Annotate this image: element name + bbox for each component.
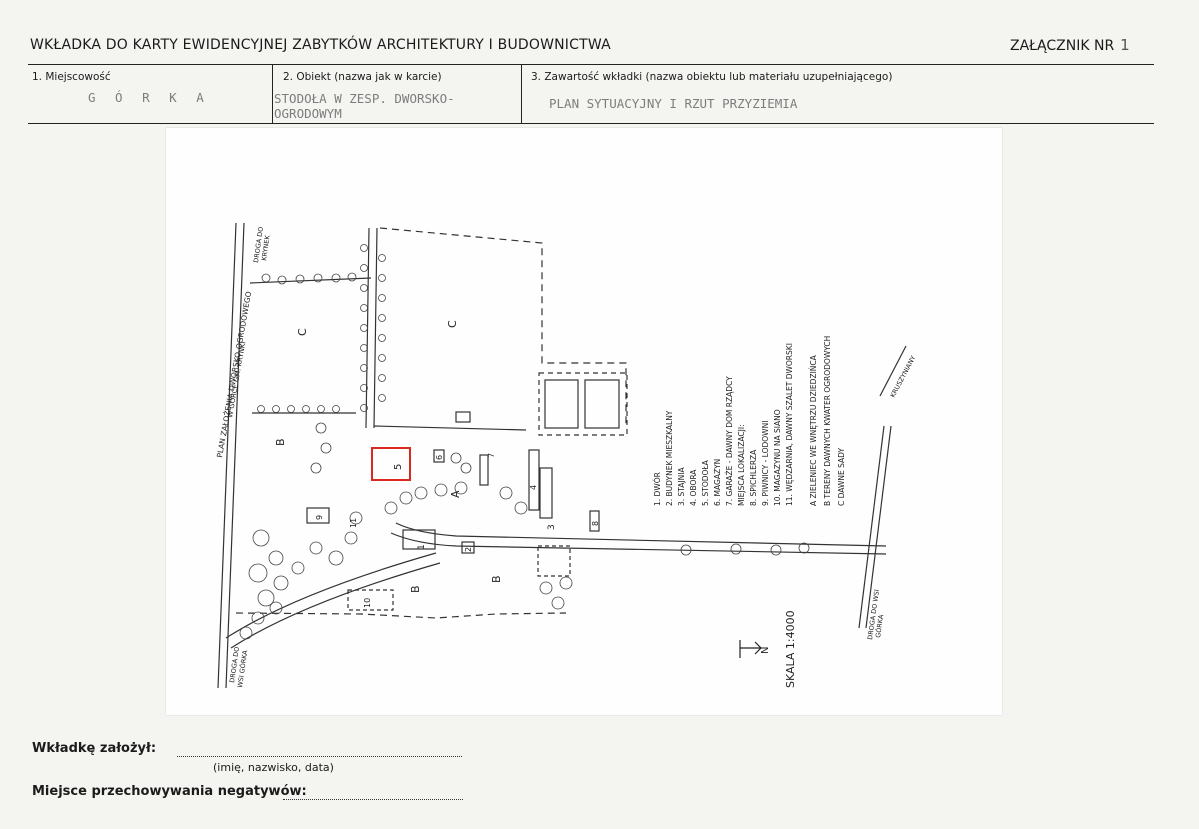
site-plan-drawing: C C B B B A 1 2 3 4 5 6 7 8 9 10 11 PLAN… xyxy=(215,222,918,689)
small-building-north xyxy=(455,411,471,423)
label-building-3: 3 xyxy=(547,524,557,530)
attachment-number: ZAŁĄCZNIK NR 1 xyxy=(1010,36,1130,54)
header-rule-top xyxy=(28,64,1154,65)
zone-b-south-east: B xyxy=(490,575,503,583)
creator-field[interactable] xyxy=(177,756,462,757)
north-label: N xyxy=(760,647,771,654)
building-5-barn-highlight xyxy=(371,447,411,481)
building-9-icehouse xyxy=(306,507,330,524)
label-building-6: 6 xyxy=(435,455,444,460)
zone-a: A xyxy=(449,490,462,498)
label-building-2: 2 xyxy=(464,547,473,552)
legend-item-12: 11. WĘDZARNIA, DAWNY SZALET DWORSKI xyxy=(785,343,794,506)
legend-item-1: 1. DWÓR xyxy=(653,472,662,506)
legend-item-3: 3. STAJNIA xyxy=(677,467,686,506)
orchard-bed-2 xyxy=(584,379,620,429)
attachment-value: 1 xyxy=(1120,36,1130,54)
building-6-warehouse xyxy=(433,449,445,463)
zone-c-east: C xyxy=(446,320,459,328)
label-building-7: 7 xyxy=(487,453,496,458)
left-road-edge-b xyxy=(225,222,245,689)
north-arrow xyxy=(739,640,762,658)
legend-item-10: 9. PIWNICY - LODOWNI xyxy=(761,421,770,506)
tree-group-garden xyxy=(239,422,810,640)
right-road-b xyxy=(865,425,892,629)
creator-label: Wkładkę założył: xyxy=(32,741,157,756)
attachment-label: ZAŁĄCZNIK NR xyxy=(1010,38,1115,54)
lower-road-b xyxy=(230,562,441,649)
scale-label: SKALA 1:4000 xyxy=(784,610,797,688)
field-divider-1 xyxy=(272,65,273,123)
road-kruszyniany-label: KRUSZYNIANY xyxy=(889,354,918,399)
tree-row-c-bottom xyxy=(257,405,340,413)
boundary-orchard-east xyxy=(379,227,627,428)
zone-b-north: B xyxy=(274,438,287,446)
boundary-garden-south xyxy=(235,612,567,619)
site-plan-photo: C C B B B A 1 2 3 4 5 6 7 8 9 10 11 PLAN… xyxy=(166,128,1002,715)
legend-item-13: A ZIELENIEC WE WNĘTRZU DZIEDZIŃCA xyxy=(809,354,818,506)
form-title: WKŁADKA DO KARTY EWIDENCYJNEJ ZABYTKÓW A… xyxy=(30,37,611,53)
label-building-9: 9 xyxy=(315,515,324,520)
alley-top-b xyxy=(373,227,378,429)
field-3-value: PLAN SYTUACYJNY I RZUT PRZYZIEMIA xyxy=(549,96,798,111)
left-road-edge-a xyxy=(217,222,237,689)
building-10-hay-store xyxy=(347,589,394,611)
field-2-value-line2: OGRODOWYM xyxy=(274,106,342,121)
orchard-bed-1 xyxy=(544,379,579,429)
legend-item-6: 6. MAGAZYN xyxy=(713,459,722,506)
field-3-label: 3. Zawartość wkładki (nazwa obiektu lub … xyxy=(531,71,893,83)
legend-item-15: C DAWNE SADY xyxy=(837,447,846,506)
courtyard-north-edge xyxy=(373,425,527,431)
label-building-1: 1 xyxy=(417,544,427,550)
right-road-a xyxy=(858,425,885,629)
main-road-top xyxy=(395,522,887,547)
building-3-stable xyxy=(539,467,553,519)
creator-hint: (imię, nazwisko, data) xyxy=(213,761,334,774)
storage-field[interactable] xyxy=(283,799,463,800)
label-building-5: 5 xyxy=(393,464,404,470)
tree-row-alley xyxy=(360,244,386,412)
field-2-label: 2. Obiekt (nazwa jak w karcie) xyxy=(283,71,442,83)
road-right-label-2: GÓRKA xyxy=(873,613,885,638)
zone-b-south-west: B xyxy=(409,585,422,593)
legend-item-11: 10. MAGAZYNU NA SIANO xyxy=(773,409,782,506)
main-road-bottom xyxy=(390,532,887,555)
storage-label: Miejsce przechowywania negatywów: xyxy=(32,784,307,799)
label-building-10: 10 xyxy=(363,598,372,608)
legend-item-7: 7. GARAŻE - DAWNY DOM RZĄDCY xyxy=(725,376,734,506)
label-building-8: 8 xyxy=(591,521,600,526)
pond-rectangle xyxy=(537,545,571,577)
building-1-manor xyxy=(402,529,436,550)
building-2-residential xyxy=(461,541,475,554)
legend-item-4: 4. OBORA xyxy=(689,469,698,506)
tree-row-c-top xyxy=(261,272,357,285)
boundary-c-top xyxy=(249,277,372,284)
building-4-cowshed xyxy=(528,449,540,511)
orchard-plot-east xyxy=(538,372,628,436)
field-1-value: G Ó R K A xyxy=(88,90,210,105)
road-top-label-2: KRYNEK xyxy=(260,234,272,261)
lower-road-a xyxy=(225,552,437,639)
kruszyniany-road xyxy=(879,345,907,397)
field-2-value-line1: STODOŁA W ZESP. DWORSKO- xyxy=(274,91,455,106)
legend-item-5: 5. STODOŁA xyxy=(701,459,710,506)
zone-c-west: C xyxy=(296,328,309,336)
legend-item-2: 2. BUDYNEK MIESZKALNY xyxy=(665,410,674,506)
legend-item-9: 8. SPICHLERZA xyxy=(749,449,758,506)
legend-item-8: MIEJSCA LOKALIZACJI: xyxy=(737,424,746,506)
field-1-label: 1. Miejscowość xyxy=(32,71,111,83)
header-rule-bottom xyxy=(28,123,1154,124)
tree-rows xyxy=(239,244,810,640)
building-8-granary xyxy=(589,510,600,532)
legend-item-14: B TERENY DAWNYCH KWATER OGRODOWYCH xyxy=(823,336,832,506)
label-building-4: 4 xyxy=(529,485,538,490)
field-divider-2 xyxy=(521,65,522,123)
map-legend: 1. DWÓR 2. BUDYNEK MIESZKALNY 3. STAJNIA… xyxy=(653,336,846,506)
building-7-garages xyxy=(479,454,489,486)
label-building-11: 11 xyxy=(349,518,358,528)
